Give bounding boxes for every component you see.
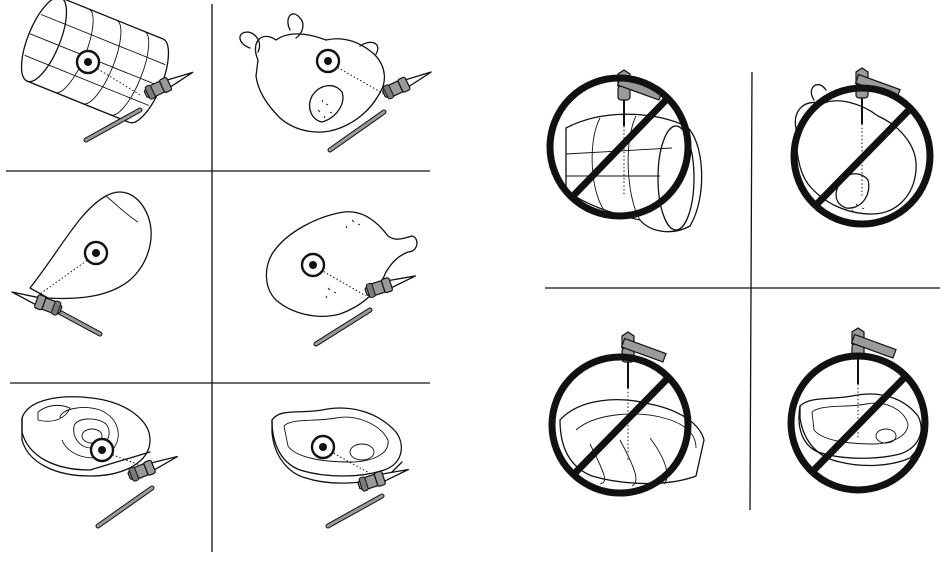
target-icon	[302, 254, 324, 276]
panel-beef-steak	[272, 408, 410, 526]
prohibited-sign-icon	[552, 357, 688, 493]
target-icon	[91, 439, 113, 461]
thermometer-probe-icon	[10, 285, 100, 334]
panel-beef-steak-incorrect	[791, 328, 925, 490]
incorrect-placement-grid	[545, 68, 940, 510]
fish-steak-illustration	[22, 397, 150, 476]
panel-fish-steak	[22, 397, 180, 526]
target-icon	[85, 242, 107, 264]
beef-steak-illustration	[272, 408, 402, 483]
poultry-leg-illustration	[266, 212, 417, 317]
whole-poultry-illustration	[240, 14, 384, 132]
panel-rolled-roast-incorrect	[550, 70, 702, 232]
thermometer-probe-icon	[316, 269, 418, 344]
target-icon	[312, 436, 334, 458]
correct-placement-grid	[6, 0, 434, 552]
panel-whole-poultry	[240, 14, 434, 150]
beef-steak-illustration	[799, 394, 921, 465]
panel-leg-of-lamb	[10, 192, 151, 334]
thermometer-probe-icon	[328, 463, 410, 526]
panel-ham-roast-incorrect	[552, 332, 704, 493]
panel-whole-poultry-incorrect	[794, 68, 930, 224]
thermometer-probe-icon	[330, 66, 434, 150]
panel-poultry-leg	[266, 212, 417, 344]
target-icon	[77, 51, 99, 73]
grid-divider-vertical	[750, 72, 752, 510]
panel-rolled-roast	[12, 0, 195, 140]
target-icon	[317, 50, 339, 72]
